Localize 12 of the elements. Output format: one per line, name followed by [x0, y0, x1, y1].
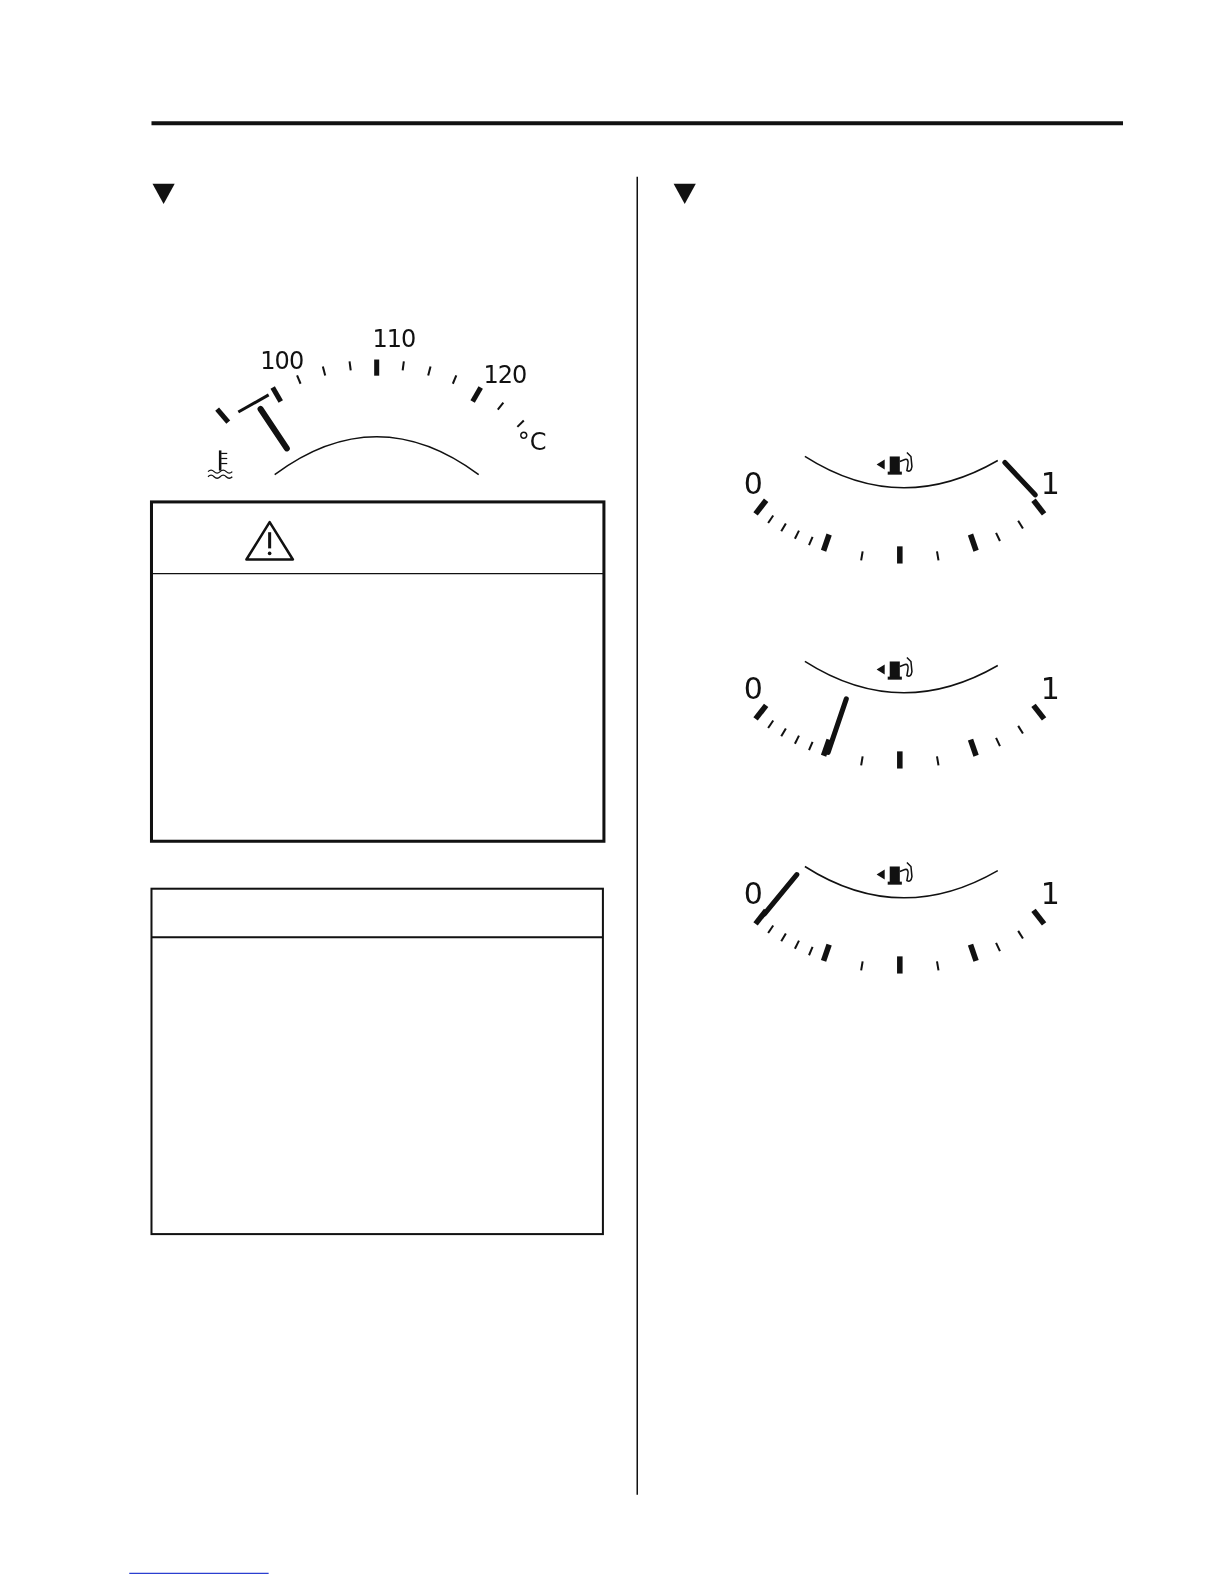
scale-number: 0: [743, 673, 763, 704]
scale-number: 110: [372, 327, 416, 352]
warning-box: [149, 500, 606, 843]
unit-label: °C: [517, 430, 547, 455]
scale-number: 100: [260, 348, 304, 373]
note-box: [150, 887, 604, 1236]
scale-number: 120: [483, 362, 527, 387]
scale-number: 0: [743, 878, 763, 909]
scale-number: 1: [1040, 468, 1060, 499]
scale-number: 0: [743, 468, 763, 499]
scale-number: 1: [1040, 878, 1060, 909]
scale-number: 1: [1040, 673, 1060, 704]
